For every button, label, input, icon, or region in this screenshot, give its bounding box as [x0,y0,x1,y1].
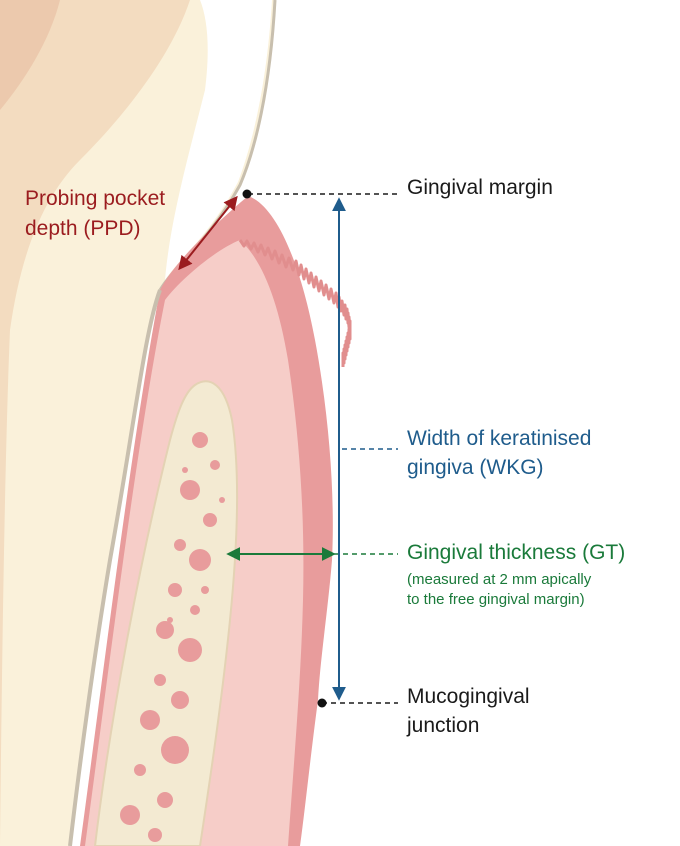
ppd-arrow [178,195,238,271]
gt-note-line1: (measured at 2 mm apically [407,571,592,588]
tooth-pulp [0,0,60,110]
mgj-label-line2: junction [406,714,479,737]
bone-marrow-spaces [120,432,225,842]
mgj-label-line1: Mucogingival [407,685,530,708]
ppd-label-line2: depth (PPD) [25,217,141,240]
mucogingival-junction-dot [317,698,327,708]
alveolar-bone [93,380,239,846]
ppd-label-line1: Probing pocket [25,187,165,210]
wkg-label-line1: Width of keratinised [407,427,591,450]
gingival-margin-label: Gingival margin [407,176,553,199]
gt-note-line2: to the free gingival margin) [407,591,585,608]
root-surface [68,289,162,846]
gingival-margin-dot [242,189,252,199]
wkg-label-line2: gingiva (WKG) [407,456,544,479]
gt-label: Gingival thickness (GT) [407,541,625,564]
leader-lines [248,193,398,704]
